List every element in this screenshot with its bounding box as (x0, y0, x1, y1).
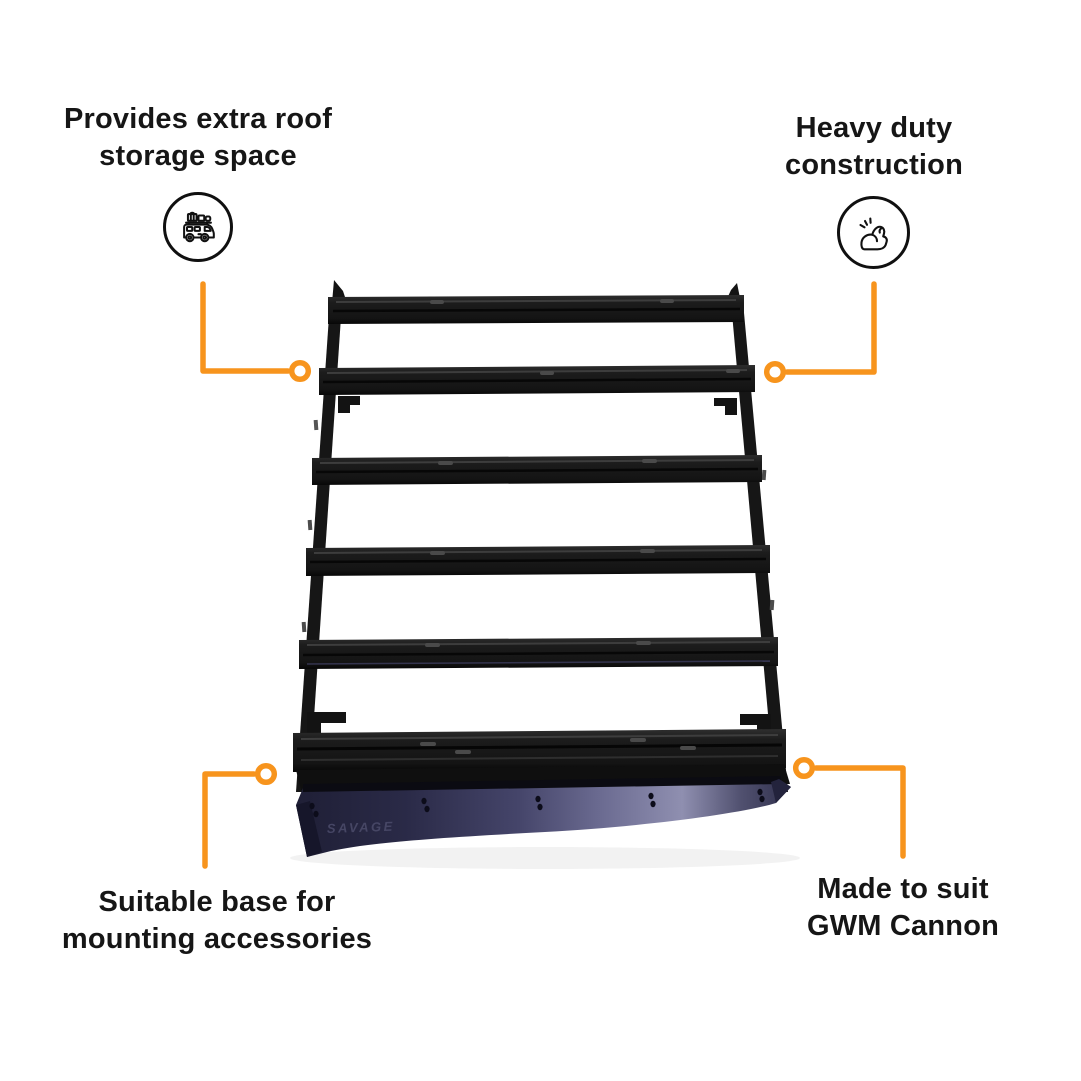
callout-line: mounting accessories (61, 923, 373, 955)
connector-ring (254, 762, 278, 786)
connector-bottom-left (202, 762, 278, 869)
front-cross-bar (293, 729, 786, 772)
flexed-bicep-icon (837, 196, 910, 269)
callout-line: Provides extra roof (63, 103, 333, 135)
wind-deflector: SAVAGE (296, 776, 791, 857)
callout-top-left-label: Provides extra roof storage space (64, 101, 332, 175)
product-shadow (290, 847, 800, 869)
callout-bottom-right-label: Made to suit GWM Cannon (807, 871, 999, 945)
corner-fins (332, 280, 741, 303)
cross-bar (299, 637, 778, 669)
callout-top-right-label: Heavy duty construction (785, 110, 963, 184)
callout-line: storage space (99, 140, 297, 172)
connector-ring (792, 756, 816, 780)
connector-top-right (763, 281, 877, 384)
connector-ring (763, 360, 787, 384)
top-rail (328, 295, 744, 324)
mounting-brackets (307, 396, 771, 743)
callout-line: Heavy duty (795, 112, 953, 144)
callout-bottom-left-label: Suitable base for mounting accessories (62, 884, 372, 958)
cross-bar (319, 365, 755, 395)
callout-line: GWM Cannon (806, 910, 1000, 942)
callout-line: construction (784, 149, 964, 181)
van-with-roof-luggage-icon (163, 192, 233, 262)
connector-ring (288, 359, 312, 383)
cross-bar (306, 545, 770, 576)
side-rails (296, 302, 788, 792)
front-lip (296, 764, 790, 790)
cross-bar (312, 455, 762, 485)
connector-top-left (200, 281, 312, 383)
brand-emboss: SAVAGE (327, 819, 395, 836)
connector-bottom-right (792, 756, 906, 859)
callout-line: Made to suit (817, 873, 989, 905)
callout-line: Suitable base for (98, 886, 336, 918)
